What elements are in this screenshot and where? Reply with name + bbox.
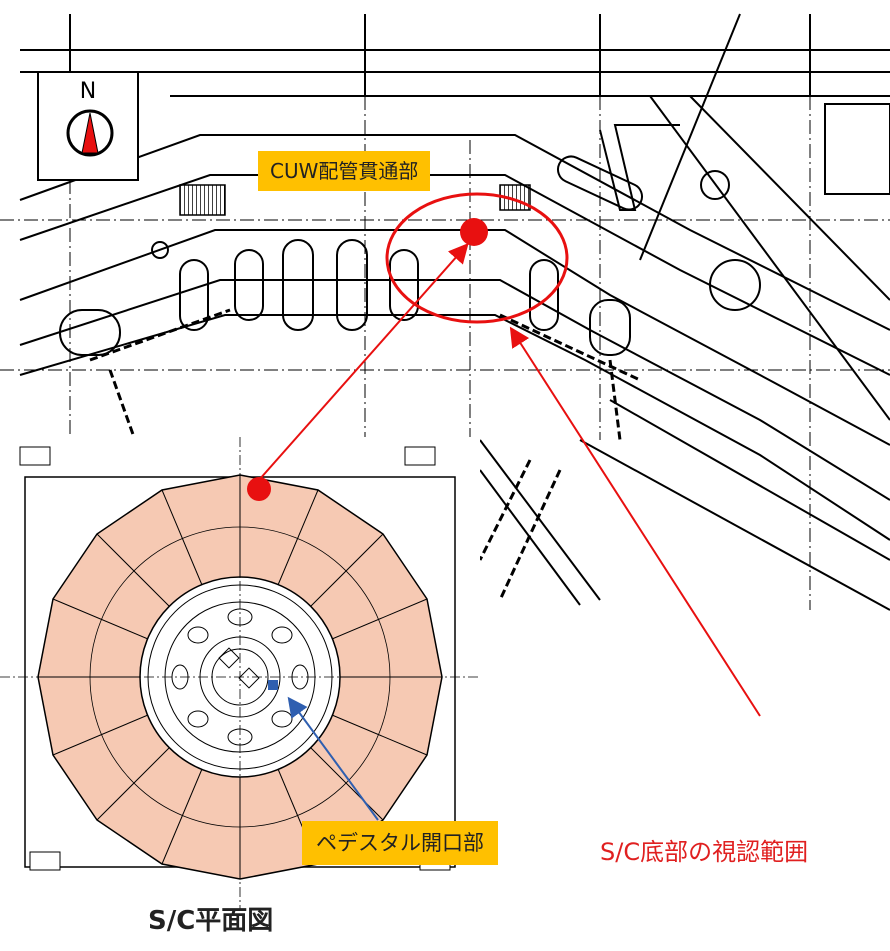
pedestal-arrow — [287, 696, 379, 821]
plan-pedestal-marker — [268, 680, 278, 690]
cuw-penetration-marker — [460, 218, 488, 246]
plan-to-cuw-arrow — [258, 243, 469, 481]
compass-north-icon — [66, 109, 114, 157]
cuw-highlight-ellipse — [385, 192, 569, 324]
sc-bottom-arrow — [509, 326, 761, 717]
sc-plan-title: S/C平面図 — [148, 906, 274, 936]
sc-plan-drawing — [0, 437, 480, 917]
compass-north-label: N — [79, 79, 97, 104]
sc-bottom-visible-range-label: S/C底部の視認範囲 — [600, 838, 809, 866]
cuw-penetration-label: CUW配管貫通部 — [258, 151, 431, 191]
pedestal-opening-label: ペデスタル開口部 — [302, 821, 498, 865]
plan-cuw-marker — [247, 477, 271, 501]
compass-box: N — [37, 71, 139, 181]
